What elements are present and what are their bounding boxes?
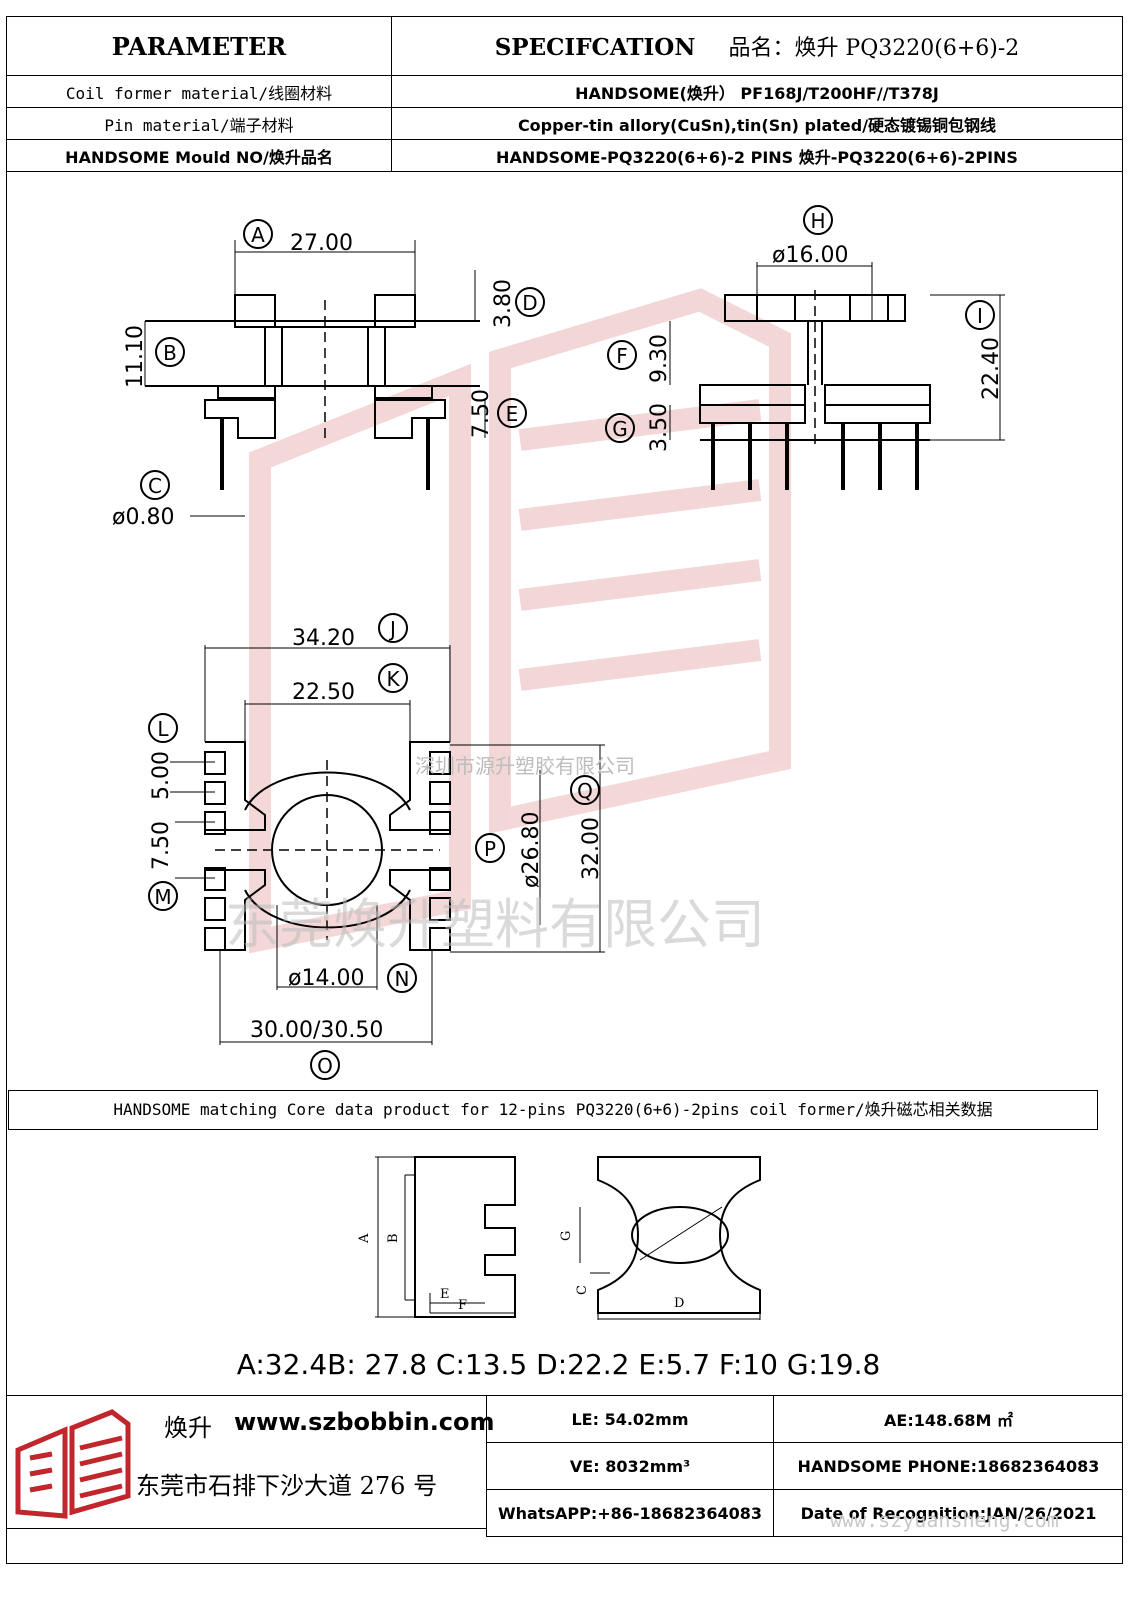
dim-letter-n: N xyxy=(395,967,410,991)
core-label-g: G xyxy=(559,1231,574,1241)
dim-value-o: 30.00/30.50 xyxy=(250,1018,383,1043)
dim-letter-e: E xyxy=(506,402,519,426)
dim-value-i: 22.40 xyxy=(979,337,1004,400)
dim-letter-i: I xyxy=(977,304,983,328)
dim-letter-g: G xyxy=(612,417,628,441)
dim-value-b: 11.10 xyxy=(123,325,148,388)
dim-letter-o: O xyxy=(317,1054,333,1078)
dim-letter-q: Q xyxy=(577,779,593,803)
dim-value-q: 32.00 xyxy=(579,817,604,880)
dim-value-h: ø16.00 xyxy=(772,243,848,268)
dim-letter-j: J xyxy=(388,617,396,641)
phone-value: HANDSOME PHONE:18682364083 xyxy=(773,1442,1123,1490)
pin-material-value: Copper-tin allory(CuSn),tin(Sn) plated/硬… xyxy=(391,107,1123,140)
core-label-d: D xyxy=(674,1296,684,1311)
spec-header-cell: SPECIFCATION 品名：焕升 PQ3220(6+6)-2 xyxy=(391,16,1123,76)
core-label-e: E xyxy=(440,1287,450,1302)
dim-letter-h: H xyxy=(810,209,825,233)
mould-no-value: HANDSOME-PQ3220(6+6)-2 PINS 焕升-PQ3220(6+… xyxy=(391,139,1123,172)
watermark-url: www.szyuansheng.com xyxy=(830,1508,1059,1532)
spec-table: PARAMETER SPECIFCATION 品名：焕升 PQ3220(6+6)… xyxy=(6,16,1123,172)
side-view-right xyxy=(669,262,1005,490)
dim-letter-d: D xyxy=(522,291,537,315)
brand-name: 焕升 xyxy=(164,1414,212,1442)
top-view xyxy=(170,645,605,1045)
dim-letter-c: C xyxy=(148,474,162,498)
brand-url: www.szbobbin.com xyxy=(234,1408,495,1436)
footer: 焕升 www.szbobbin.com 东莞市石排下沙大道 276 号 LE: … xyxy=(6,1395,1123,1537)
dim-value-d: 3.80 xyxy=(491,279,516,328)
le-value: LE: 54.02mm xyxy=(486,1396,774,1443)
mould-no-label: HANDSOME Mould NO/焕升品名 xyxy=(6,139,392,172)
brand-logo xyxy=(15,1409,131,1519)
ve-value: VE: 8032mm³ xyxy=(486,1442,774,1490)
dim-letter-p: P xyxy=(484,837,496,861)
param-title: PARAMETER xyxy=(111,31,287,61)
dim-value-f: 9.30 xyxy=(647,334,672,383)
core-label-c: C xyxy=(575,1285,590,1295)
dim-value-g: 3.50 xyxy=(647,403,672,452)
date-value: Date of Recognition:JAN/26/2021 xyxy=(773,1489,1123,1537)
spec-product-name: 品名：焕升 PQ3220(6+6)-2 xyxy=(728,36,1020,61)
dim-letter-a: A xyxy=(251,223,265,247)
sheet-border xyxy=(6,16,1123,1564)
dim-value-k: 22.50 xyxy=(292,680,355,705)
core-values: A:32.4B: 27.8 C:13.5 D:22.2 E:5.7 F:10 G… xyxy=(236,1348,881,1381)
side-view-right-labels: H ø16.00 I 22.40 F 9.30 G 3.50 xyxy=(605,205,1004,452)
whatsapp-value: WhatsAPP:+86-18682364083 xyxy=(486,1489,774,1537)
dim-letter-k: K xyxy=(386,667,400,691)
dim-letter-b: B xyxy=(163,341,177,365)
watermark-company-small: 深圳市源升塑胶有限公司 xyxy=(415,754,635,778)
dim-value-l: 5.00 xyxy=(149,751,174,800)
watermark-logo xyxy=(249,288,791,954)
core-label-b: B xyxy=(386,1233,401,1243)
core-drawing: A B C D E F G xyxy=(357,1156,761,1320)
dim-value-e: 7.50 xyxy=(469,389,494,438)
dim-letter-f: F xyxy=(616,344,628,368)
core-caption: HANDSOME matching Core data product for … xyxy=(8,1090,1098,1130)
side-view-left-labels: A 27.00 B 11.10 C ø0.80 D 3.80 E 7.50 xyxy=(112,219,545,530)
technical-drawing: A 27.00 B 11.10 C ø0.80 D 3.80 E 7.50 xyxy=(112,205,1005,1080)
param-header-cell: PARAMETER xyxy=(6,16,392,76)
dim-letter-l: L xyxy=(157,717,169,741)
brand-address: 东莞市石排下沙大道 276 号 xyxy=(136,1472,438,1500)
dim-value-m: 7.50 xyxy=(149,821,174,870)
footer-bottom-line xyxy=(6,1528,486,1529)
dim-value-j: 34.20 xyxy=(292,626,355,651)
dim-letter-m: M xyxy=(154,885,171,909)
core-label-f: F xyxy=(458,1298,467,1313)
dim-value-n: ø14.00 xyxy=(288,966,364,991)
coil-material-label: Coil former material/线圈材料 xyxy=(6,75,392,108)
core-label-a: A xyxy=(357,1233,372,1244)
watermark-company-large: 东莞焕升塑料有限公司 xyxy=(225,893,765,956)
ae-value: AE:148.68M ㎡ xyxy=(773,1396,1123,1443)
dim-value-p: ø26.80 xyxy=(519,812,544,888)
dim-value-a: 27.00 xyxy=(290,231,353,256)
spec-title: SPECIFCATION xyxy=(494,34,696,61)
top-view-labels: J 34.20 K 22.50 L 5.00 7.50 M ø14.00 N 3… xyxy=(148,613,604,1080)
side-view-left xyxy=(144,240,486,517)
footer-grid: LE: 54.02mm AE:148.68M ㎡ VE: 8032mm³ HAN… xyxy=(486,1396,1123,1537)
dim-value-c: ø0.80 xyxy=(112,505,174,530)
